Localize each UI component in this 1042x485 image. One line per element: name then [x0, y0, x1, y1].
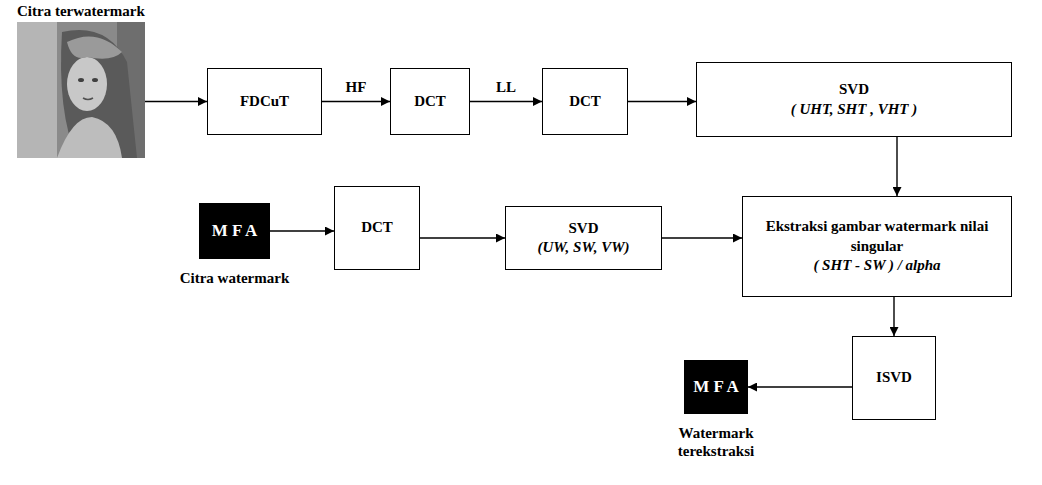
arrow-connector — [420, 237, 505, 238]
arrow-connector — [893, 297, 894, 336]
process-box: Ekstraksi gambar watermark nilai singula… — [742, 196, 1012, 297]
watermark-image: M F AWatermark terekstraksi — [684, 360, 748, 414]
box-title: ISVD — [876, 368, 912, 388]
process-box: FDCuT — [207, 68, 322, 135]
process-box: SVD(UW, SW, VW) — [505, 206, 662, 270]
watermark-text: M F A — [684, 360, 748, 414]
box-title: FDCuT — [240, 92, 289, 112]
arrow-connector — [662, 237, 742, 238]
box-title: DCT — [414, 92, 446, 112]
process-box: DCT — [542, 68, 628, 135]
arrow-connector — [748, 386, 852, 387]
box-title: Ekstraksi gambar watermark nilai singula… — [751, 217, 1003, 256]
box-title: SVD — [568, 219, 598, 239]
image-caption: Citra watermark — [165, 269, 305, 287]
process-box: ISVD — [852, 336, 936, 420]
box-formula: ( SHT - SW ) / alpha — [813, 256, 940, 276]
arrow-connector — [470, 101, 542, 102]
box-title: SVD — [839, 80, 869, 100]
watermark-image: M F ACitra watermark — [199, 203, 270, 259]
image-caption: Citra terwatermark — [17, 2, 145, 20]
box-formula: (UW, SW, VW) — [538, 238, 630, 258]
arrow-connector — [322, 101, 390, 102]
arrow-connector — [628, 101, 696, 102]
arrow-connector — [270, 230, 334, 231]
arrow-connector — [145, 101, 207, 102]
box-formula: ( UHT, SHT , VHT ) — [791, 100, 918, 120]
process-box: SVD( UHT, SHT , VHT ) — [696, 62, 1012, 137]
edge-label: HF — [344, 79, 369, 96]
process-box: DCT — [334, 186, 420, 270]
arrow-connector — [896, 137, 897, 196]
lena-illustration — [17, 22, 145, 158]
process-box: DCT — [390, 68, 470, 135]
watermark-text: M F A — [199, 203, 270, 259]
box-title: DCT — [361, 218, 393, 238]
edge-label: LL — [494, 79, 518, 96]
host-image: Citra terwatermark — [17, 22, 145, 158]
image-caption: Watermark terekstraksi — [661, 424, 771, 460]
box-title: DCT — [569, 92, 601, 112]
